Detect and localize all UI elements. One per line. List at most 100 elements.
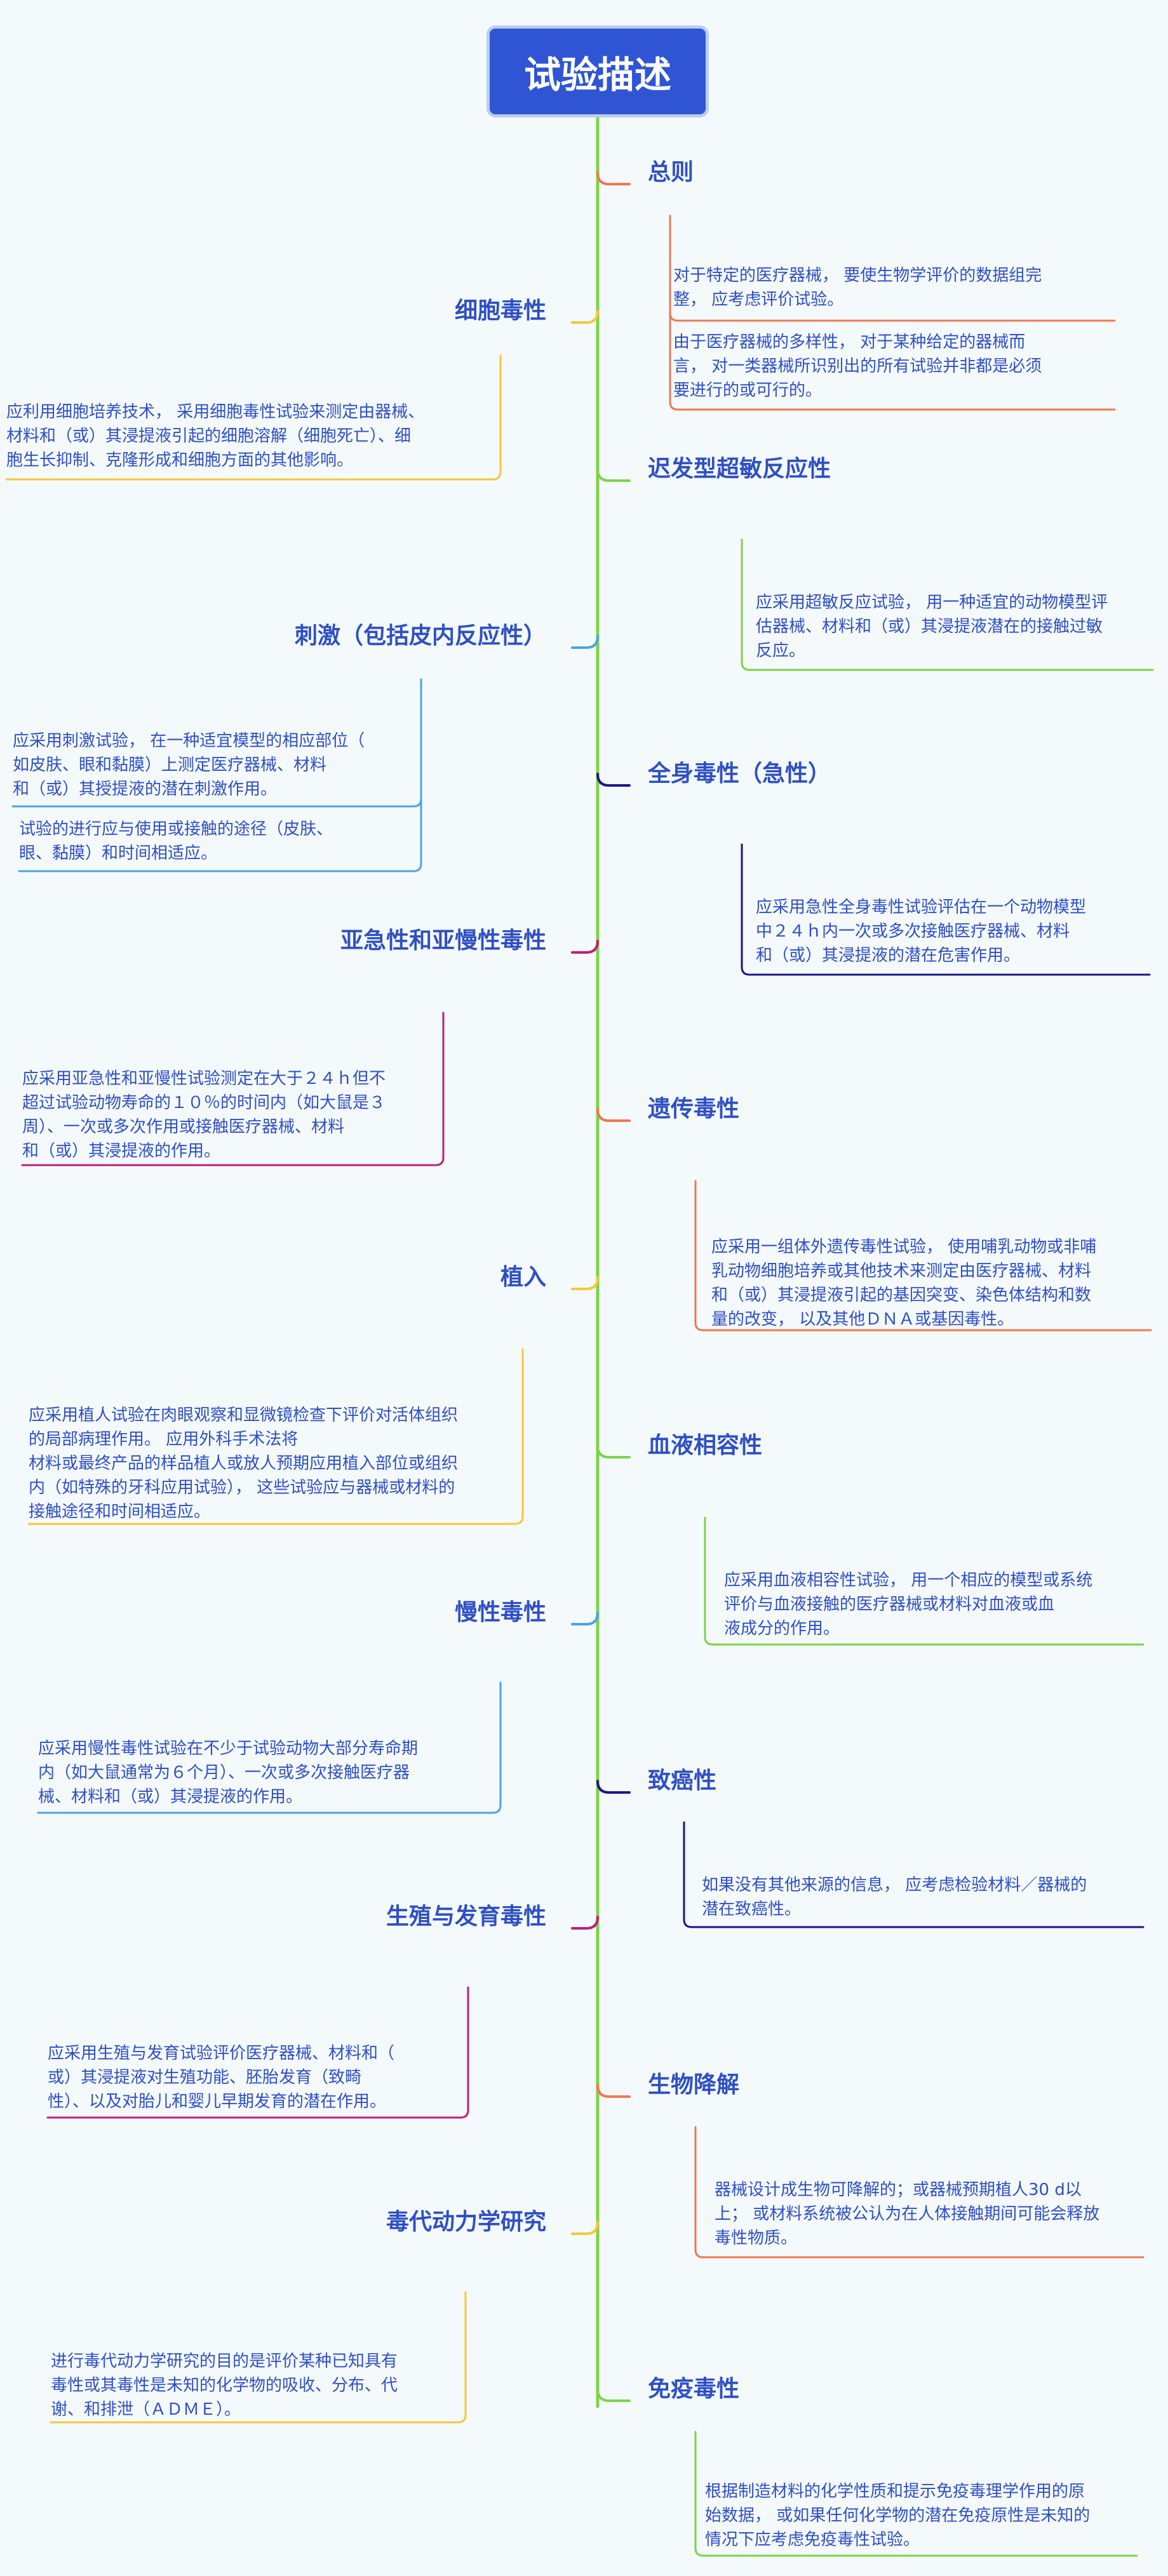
note-line: 谢、和排泄（ＡＤＭＥ）。 (51, 2400, 241, 2419)
note-underline (683, 1918, 1145, 1928)
note-underline (694, 1321, 1152, 1331)
note-reproductive-toxicity-1: 应采用生殖与发育试验评价医疗器械、材料和（或）其浸提液对生殖功能、胚胎发育（致畸… (48, 2041, 467, 2114)
note-line: 液成分的作用。 (724, 1619, 840, 1638)
note-underline (694, 2248, 1145, 2259)
note-line: 应利用细胞培养技术， 采用细胞毒性试验来测定由器械、 (6, 403, 425, 422)
topic-toxicokinetics[interactable]: 毒代动力学研究 (386, 2209, 546, 2235)
note-line: 应采用急性全身毒性试验评估在一个动物模型 (756, 898, 1087, 917)
note-line: 应采用超敏反应试验， 用一种适宜的动物模型评 (756, 593, 1108, 612)
note-line: 接触途径和时间相适应。 (29, 1502, 211, 1521)
note-line: 言， 对一类器械所识别出的所有试验并非都是必须 (673, 357, 1042, 376)
branch-connector (571, 1916, 599, 1930)
note-toxicokinetics-1: 进行毒代动力学研究的目的是评价某种已知具有毒性或其毒性是未知的化学物的吸收、分布… (51, 2349, 464, 2422)
note-implantation-1: 应采用植人试验在肉眼观察和显微镜检查下评价对活体组织的局部病理作用。 应用外科手… (29, 1403, 521, 1524)
branch-connector (571, 1276, 599, 1290)
note-line: 胞生长抑制、克隆形成和细胞方面的其他影响。 (6, 451, 354, 470)
topic-biodegradation[interactable]: 生物降解 (648, 2072, 740, 2098)
note-line: 超过试验动物寿命的１０％的时间内（如大鼠是３ (22, 1093, 386, 1112)
note-line: 应采用植人试验在肉眼观察和显微镜检查下评价对活体组织 (29, 1406, 459, 1425)
topic-acute-toxicity[interactable]: 全身毒性（急性） (648, 761, 831, 787)
note-underline (741, 966, 1151, 976)
note-line: 性）、以及对胎儿和婴儿早期发育的潜在作用。 (48, 2092, 387, 2111)
note-underline (741, 661, 1154, 671)
note-underline (5, 470, 502, 481)
branch-connector (596, 468, 631, 482)
note-chronic-toxicity-1: 应采用慢性毒性试验在不少于试验动物大部分寿命期内（如大鼠通常为６个月）、一次或多… (38, 1737, 499, 1809)
branch-connector (596, 2388, 631, 2402)
note-line: 估器械、材料和（或）其浸提液潜在的接触过敏 (756, 617, 1103, 636)
note-line: 应采用刺激试验， 在一种适宜模型的相应部位（ (13, 731, 365, 751)
note-irritation-2: 试验的进行应与使用或接触的途径（皮肤、眼、黏膜）和时间相适应。 (19, 817, 419, 865)
note-line: 毒性或其毒性是未知的化学物的吸收、分布、代 (51, 2376, 398, 2395)
topic-chronic-toxicity[interactable]: 慢性毒性 (454, 1599, 546, 1625)
note-line: 应采用一组体外遗传毒性试验， 使用哺乳动物或非哺 (711, 1238, 1097, 1257)
note-underline (50, 2413, 467, 2424)
note-line: 潜在致癌性。 (702, 1900, 802, 1919)
note-underline (704, 1636, 1145, 1646)
note-general-1: 对于特定的医疗器械， 要使生物学评价的数据组完整， 应考虑评价试验。 (673, 264, 1115, 312)
note-underline (27, 1515, 524, 1525)
topic-cytotoxicity[interactable]: 细胞毒性 (454, 298, 546, 324)
note-line: 的局部病理作用。 应用外科手术法将 (29, 1430, 299, 1449)
note-line: 和（或）其授提液的潜在刺激作用。 (13, 780, 278, 799)
note-genotoxicity-1: 应采用一组体外遗传毒性试验， 使用哺乳动物或非哺乳动物细胞培养或其他技术来测定由… (711, 1235, 1151, 1331)
topic-general[interactable]: 总则 (648, 159, 694, 185)
note-line: 评价与血液接触的医疗器械或材料对血液或血 (724, 1595, 1055, 1614)
topic-subchronic[interactable]: 亚急性和亚慢性毒性 (340, 928, 546, 954)
note-line: 眼、黏膜）和时间相适应。 (19, 844, 218, 863)
note-subchronic-1: 应采用亚急性和亚慢性试验测定在大于２４ｈ但不超过试验动物寿命的１０％的时间内（如… (22, 1067, 441, 1163)
note-underline (694, 2547, 1138, 2557)
topic-sensitization[interactable]: 迟发型超敏反应性 (648, 456, 831, 482)
note-line: 如果没有其他来源的信息， 应考虑检验材料／器械的 (702, 1876, 1087, 1895)
branch-connector (571, 940, 599, 954)
note-cytotoxicity-1: 应利用细胞培养技术， 采用细胞毒性试验来测定由器械、材料和（或）其浸提液引起的细… (6, 400, 499, 472)
note-line: 械、材料和（或）其浸提液的作用。 (38, 1787, 303, 1806)
branch-connector (571, 1612, 599, 1625)
topic-reproductive-toxicity[interactable]: 生殖与发育毒性 (386, 1904, 546, 1930)
note-line: 和（或）其浸提液的潜在危害作用。 (756, 946, 1021, 965)
note-line: 应采用亚急性和亚慢性试验测定在大于２４ｈ但不 (22, 1069, 386, 1088)
note-line: 周）、一次或多次作用或接触医疗器械、材料 (22, 1118, 345, 1137)
topic-genotoxicity[interactable]: 遗传毒性 (648, 1096, 740, 1122)
note-line: 如皮肤、眼和黏膜）上测定医疗器械、材料 (13, 756, 327, 775)
branch-connector (596, 1108, 631, 1122)
note-line: 器械设计成生物可降解的；或器械预期植人30 d以 (715, 2180, 1082, 2199)
topic-hemocompatibility[interactable]: 血液相容性 (648, 1432, 763, 1458)
note-line: 对于特定的医疗器械， 要使生物学评价的数据组完 (673, 266, 1042, 285)
note-line: 应采用慢性毒性试验在不少于试验动物大部分寿命期 (38, 1739, 419, 1758)
note-line: 试验的进行应与使用或接触的途径（皮肤、 (19, 820, 333, 839)
note-line: 内（如特殊的牙科应用试验）， 这些试验应与器械或材料的 (29, 1478, 455, 1497)
note-line: 毒性物质。 (715, 2229, 798, 2248)
branch-connector (596, 2084, 631, 2098)
note-line: 整， 应考虑评价试验。 (673, 290, 844, 309)
branch-connector (596, 1445, 631, 1458)
note-line: 中２４ｈ内一次或多次接触医疗器械、材料 (756, 922, 1070, 941)
root-topic[interactable]: 试验描述 (487, 25, 709, 117)
note-line: 内（如大鼠通常为６个月）、一次或多次接触医疗器 (38, 1763, 410, 1782)
note-irritation-1: 应采用刺激试验， 在一种适宜模型的相应部位（ 如皮肤、眼和黏膜）上测定医疗器械、材… (13, 729, 419, 801)
note-line: 始数据， 或如果任何化学物的潜在免疫原性是未知的 (705, 2506, 1091, 2525)
topic-irritation[interactable]: 刺激（包括皮内反应性） (294, 623, 546, 649)
note-line: 或）其浸提液对生殖功能、胚胎发育（致畸 (48, 2068, 362, 2087)
branch-connector (571, 310, 599, 324)
note-underline (46, 2109, 469, 2119)
branch-connector (596, 171, 631, 185)
topic-implantation[interactable]: 植入 (500, 1264, 546, 1290)
branch-connector (571, 635, 599, 649)
note-line: 材料或最终产品的样品植人或放人预期应用植入部位或组织 (29, 1454, 459, 1473)
note-underline (18, 862, 422, 872)
note-line: 进行毒代动力学研究的目的是评价某种已知具有 (51, 2352, 398, 2371)
note-underline (37, 1804, 502, 1814)
note-line: 和（或）其浸提液引起的基因突变、染色体结构和数 (711, 1286, 1092, 1305)
topic-immunotoxicity[interactable]: 免疫毒性 (648, 2376, 740, 2402)
note-line: 要进行的或可行的。 (673, 381, 822, 400)
note-carcinogenicity-1: 如果没有其他来源的信息， 应考虑检验材料／器械的潜在致癌性。 (702, 1873, 1143, 1921)
note-acute-toxicity-1: 应采用急性全身毒性试验评估在一个动物模型中２４ｈ内一次或多次接触医疗器械、材料和… (756, 895, 1150, 968)
topic-carcinogenicity[interactable]: 致癌性 (648, 1768, 717, 1794)
note-line: 反应。 (756, 641, 806, 660)
note-underline (669, 312, 1116, 322)
note-line: 乳动物细胞培养或其他技术来测定由医疗器械、材料 (711, 1262, 1092, 1281)
note-sensitization-1: 应采用超敏反应试验， 用一种适宜的动物模型评估器械、材料和（或）其浸提液潜在的接… (756, 591, 1153, 663)
note-line: 根据制造材料的化学性质和提示免疫毒理学作用的原 (705, 2482, 1085, 2501)
